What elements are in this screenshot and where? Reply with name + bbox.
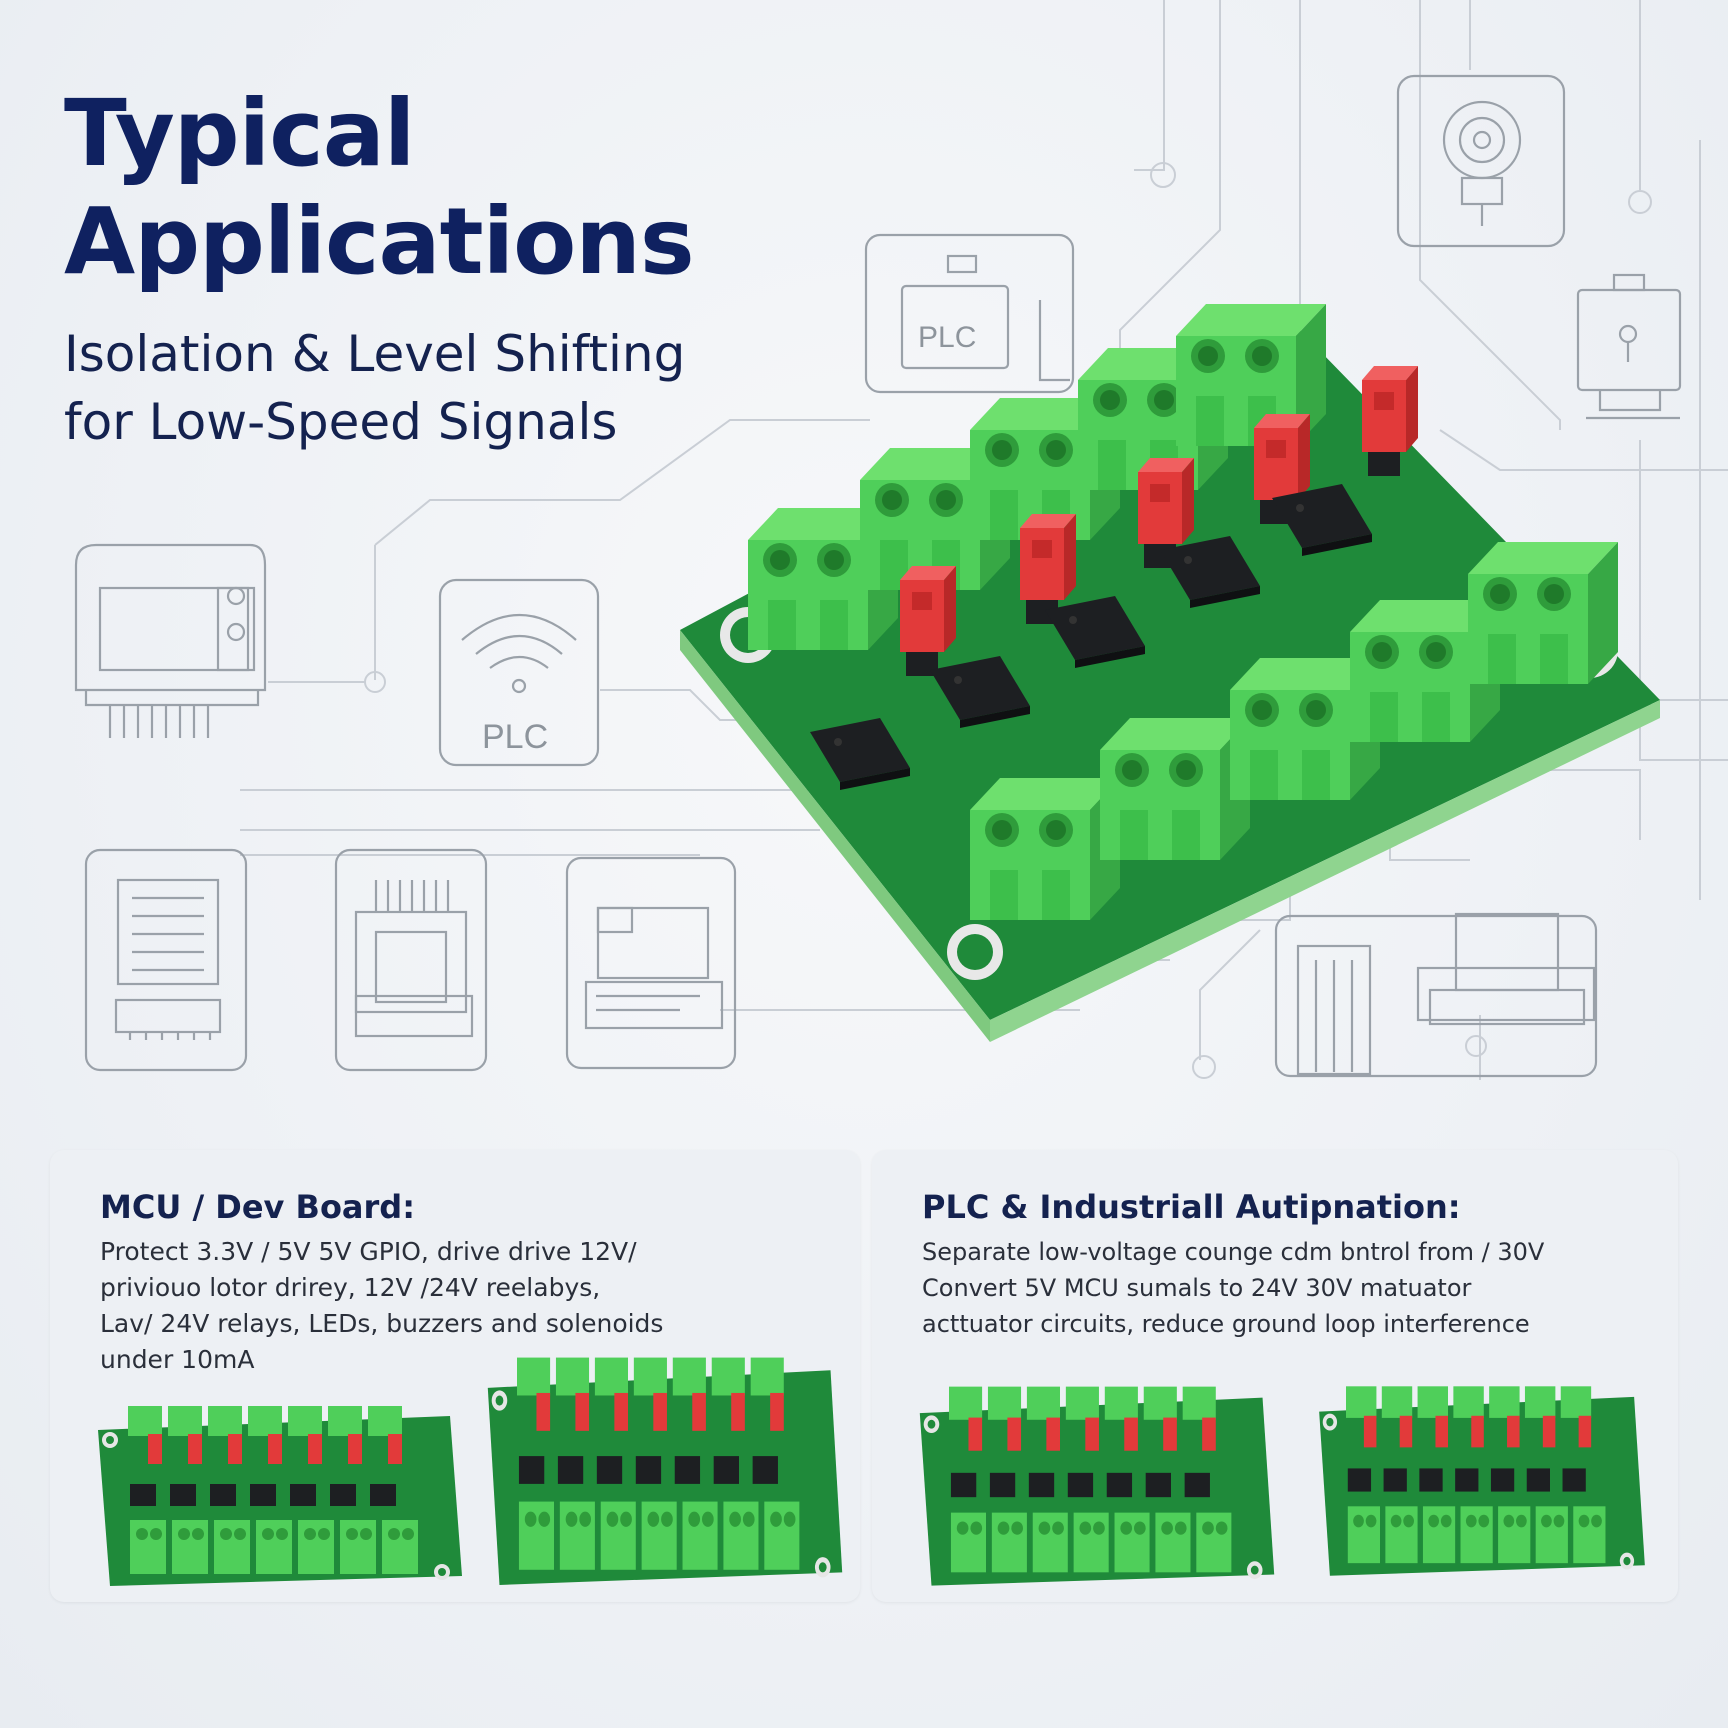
card-line: Separate low-voltage counge cdm bntrol f… (922, 1238, 1545, 1266)
plc-application-card: PLC & Industriall Autipnation: Separate … (872, 1150, 1678, 1602)
board-thumbnail (487, 1357, 843, 1585)
optocoupler-board-image (680, 304, 1660, 1042)
access-control-icon (1576, 273, 1682, 420)
page-title: Typical Applications (64, 80, 695, 296)
card-description: Protect 3.3V / 5V 5V GPIO, drive drive 1… (100, 1234, 830, 1378)
pcb-board (680, 310, 1660, 1020)
title-line-2: Applications (64, 188, 695, 295)
camera-sensor-icon (1396, 74, 1566, 248)
card-line: under 10mA (100, 1345, 255, 1374)
board-thumbnail (98, 1406, 462, 1586)
subtitle-line-1: Isolation & Level Shifting (64, 325, 686, 383)
card-line: acttuator circuits, reduce ground loop i… (922, 1310, 1530, 1338)
card-line: Convert 5V MCU sumals to 24V 30V matuato… (922, 1274, 1472, 1302)
title-line-1: Typical (64, 80, 415, 187)
plc-wireless-label: PLC (482, 718, 548, 756)
card-heading: PLC & Industriall Autipnation: (922, 1188, 1461, 1226)
card-line: Lav/ 24V relays, LEDs, buzzers and solen… (100, 1309, 664, 1338)
wireless-plc-icon (438, 578, 600, 767)
dev-board-icon (334, 848, 488, 1072)
subtitle-line-2: for Low-Speed Signals (64, 393, 618, 451)
hmi-panel-icon (74, 543, 267, 738)
mcu-application-card: MCU / Dev Board: Protect 3.3V / 5V 5V GP… (50, 1150, 860, 1602)
plc-top-label: PLC (918, 321, 976, 354)
card-line: priviouo lotor drirey, 12V /24V reelabys… (100, 1273, 601, 1302)
card-description: Separate low-voltage counge cdm bntrol f… (922, 1234, 1642, 1342)
card-line: Protect 3.3V / 5V 5V GPIO, drive drive 1… (100, 1237, 637, 1266)
plc-module-icon (864, 233, 1075, 394)
board-thumbnail (1319, 1386, 1645, 1576)
board-thumbnail (919, 1386, 1275, 1586)
circuit-trace (1134, 0, 1165, 171)
document-icon (84, 848, 248, 1072)
card-heading: MCU / Dev Board: (100, 1188, 415, 1226)
controller-icon (565, 856, 737, 1070)
page-subtitle: Isolation & Level Shifting for Low-Speed… (64, 320, 685, 456)
relay-icon (1274, 912, 1598, 1078)
